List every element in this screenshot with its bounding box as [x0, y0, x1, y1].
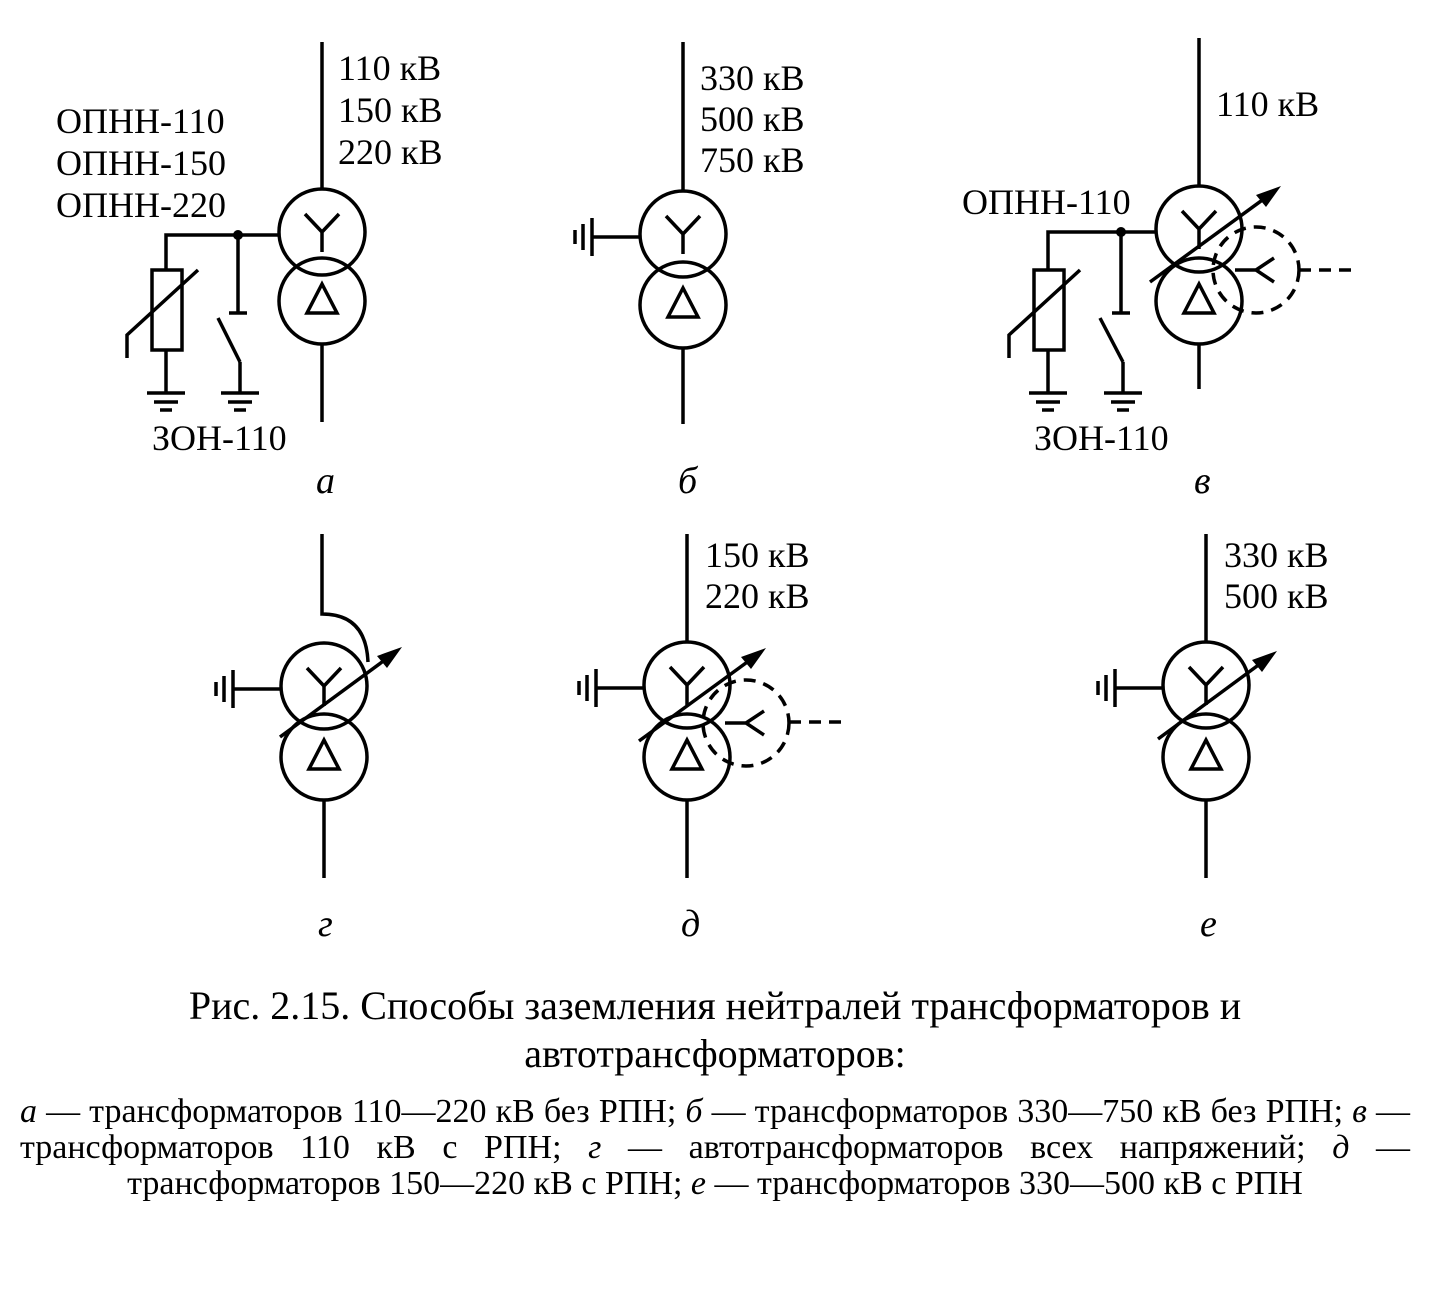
wye-winding-icon [1161, 640, 1251, 730]
voltage-label: 150 кВ [705, 535, 810, 575]
arrester-label: ОПНН-220 [56, 185, 226, 225]
wye-winding-icon [277, 187, 367, 277]
voltage-label: 150 кВ [338, 90, 443, 130]
legend-text: — трансформаторов 150—220 кВ с РПН; [127, 1129, 1411, 1202]
legend-letter: е [690, 1165, 707, 1202]
voltage-label: 750 кВ [700, 140, 805, 180]
tap-changer-arrow-icon [1148, 186, 1281, 284]
ground-icon [577, 669, 598, 707]
voltage-label: 220 кВ [338, 132, 443, 172]
grounding-switch-icon [216, 235, 247, 393]
tap-changer-arrow-icon [637, 648, 766, 743]
panel-b: 330 кВ 500 кВ 750 кВ б [573, 42, 805, 502]
wye-winding-icon [642, 640, 732, 730]
wye-winding-icon [1211, 225, 1352, 315]
arrester-label: ОПНН-150 [56, 143, 226, 183]
panel-letter: д [681, 903, 700, 945]
voltage-label: 500 кВ [1224, 576, 1329, 616]
grounding-diagram: 110 кВ 150 кВ 220 кВ ОПНН-110 ОПНН-150 О… [56, 38, 1352, 945]
panel-letter: а [316, 460, 335, 502]
panel-letter: в [1194, 460, 1211, 502]
ground-icon [1096, 669, 1117, 707]
voltage-label: 500 кВ [700, 99, 805, 139]
legend-text: — трансформаторов 110—220 кВ без РПН; [37, 1093, 686, 1130]
panel-letter: б [678, 460, 699, 502]
switch-label: ЗОН-110 [1034, 418, 1169, 458]
panel-e: 330 кВ 500 кВ е [1096, 534, 1329, 945]
delta-winding-icon [277, 256, 367, 346]
figure-caption-title: Рис. 2.15. Способы заземления нейтралей … [188, 983, 1242, 1076]
legend-letter: а [20, 1093, 37, 1130]
delta-winding-icon [638, 260, 728, 350]
panel-g: г [214, 534, 402, 945]
tap-changer-arrow-icon [278, 647, 402, 739]
tap-changer-arrow-icon [1156, 651, 1277, 741]
legend-letter: г [588, 1129, 602, 1166]
surge-arrester-icon [1007, 268, 1082, 393]
wye-winding-icon [638, 189, 728, 279]
voltage-label: 110 кВ [338, 48, 441, 88]
switch-label: ЗОН-110 [152, 418, 287, 458]
voltage-label: 110 кВ [1216, 84, 1319, 124]
voltage-label: 330 кВ [700, 58, 805, 98]
legend-text: — автотрансформаторов всех напряжений; [601, 1129, 1333, 1166]
ground-icon [1029, 391, 1067, 412]
ground-icon [214, 670, 235, 708]
autotransformer-lead [320, 534, 370, 663]
wye-winding-icon [701, 678, 845, 768]
ground-icon [147, 391, 185, 412]
surge-arrester-icon [125, 268, 200, 393]
wye-winding-icon [279, 641, 369, 731]
figure-caption-legend: а — трансформаторов 110—220 кВ без РПН; … [20, 1094, 1410, 1202]
panel-letter: г [318, 903, 333, 945]
legend-text: — трансформаторов 330—500 кВ с РПН [706, 1165, 1303, 1202]
legend-letter: в [1352, 1093, 1367, 1130]
legend-letter: д [1332, 1129, 1350, 1166]
voltage-label: 220 кВ [705, 576, 810, 616]
ground-icon [221, 391, 259, 412]
ground-icon [573, 218, 594, 256]
ground-icon [1104, 391, 1142, 412]
panel-letter: е [1200, 903, 1217, 945]
grounding-switch-icon [1098, 232, 1130, 393]
panel-v: 110 кВ ОПНН-110 ЗОН-110 в [962, 38, 1352, 502]
arrester-label: ОПНН-110 [962, 182, 1131, 222]
arrester-label: ОПНН-110 [56, 101, 225, 141]
legend-text: — трансформаторов 110 кВ с РПН; [20, 1093, 1410, 1166]
panel-d: 150 кВ 220 кВ д [577, 534, 845, 945]
panel-a: 110 кВ 150 кВ 220 кВ ОПНН-110 ОПНН-150 О… [56, 42, 443, 502]
legend-letter: б [685, 1093, 703, 1130]
voltage-label: 330 кВ [1224, 535, 1329, 575]
legend-text: — трансформаторов 330—750 кВ без РПН; [702, 1093, 1353, 1130]
